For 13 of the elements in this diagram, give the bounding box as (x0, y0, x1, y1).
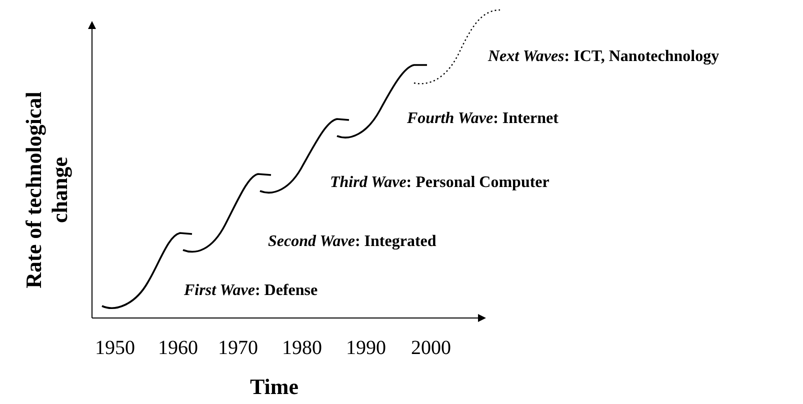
tick-label: 1980 (282, 336, 322, 361)
axis-title: Rate of technological change (21, 90, 73, 290)
wave-label: Second Wave: Integrated (268, 232, 436, 252)
wave-label: First Wave: Defense (184, 281, 318, 301)
tick-label: 1990 (346, 336, 386, 361)
tick-label: 1970 (218, 336, 258, 361)
axis-title: Time (250, 373, 298, 401)
wave-label: Fourth Wave: Internet (407, 109, 558, 129)
wave-label: Next Waves: ICT, Nanotechnology (488, 47, 720, 67)
tick-label: 1960 (158, 336, 198, 361)
tick-label: 2000 (411, 336, 451, 361)
wave-label: Third Wave: Personal Computer (330, 173, 550, 193)
tick-label: 1950 (95, 336, 135, 361)
